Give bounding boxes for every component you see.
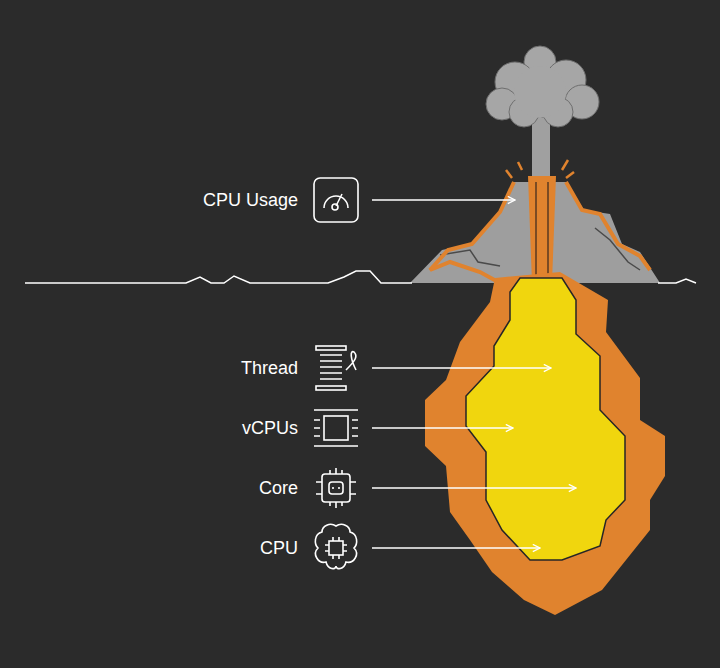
core-pins — [316, 468, 356, 508]
leader-arrow — [372, 487, 576, 489]
spool-rim — [316, 346, 346, 350]
lava-conduit — [528, 176, 556, 283]
conduit-edge — [536, 182, 548, 278]
thread-end — [346, 352, 356, 370]
label-text: Thread — [241, 356, 298, 380]
icons — [314, 178, 358, 569]
core-body — [322, 474, 350, 502]
label-text: vCPUs — [242, 416, 298, 440]
spool-thread — [320, 355, 342, 379]
leader-arrow — [372, 199, 515, 201]
lava-spark — [506, 160, 574, 178]
ground-line — [25, 271, 696, 283]
label-text: CPU Usage — [203, 188, 298, 212]
vcpu-icon — [314, 410, 358, 446]
lava-flow — [430, 160, 650, 283]
core-face — [329, 482, 343, 494]
spool-icon — [316, 346, 356, 390]
vcpu-pins — [314, 410, 358, 446]
cpu-brain-icon — [315, 524, 356, 568]
shade-line — [595, 228, 640, 270]
gauge-arc — [324, 196, 348, 208]
core-icon — [316, 468, 356, 508]
cloud-puff — [514, 66, 566, 118]
brain-chip — [329, 541, 343, 555]
spool-rim — [316, 386, 346, 390]
chip-pins — [325, 537, 347, 559]
brain-outline — [315, 524, 356, 568]
leader-arrows — [372, 200, 576, 548]
label-text: Core — [259, 476, 298, 500]
lava-stream — [430, 182, 514, 283]
leader-arrow — [372, 367, 551, 369]
gauge-hub — [332, 204, 338, 210]
lava-stream — [566, 182, 650, 270]
smoke-stem — [532, 118, 550, 178]
smoke-cloud — [486, 46, 599, 178]
vcpu-die — [324, 416, 348, 440]
leader-arrow — [372, 547, 540, 549]
gauge-frame — [314, 178, 358, 222]
leader-arrow — [372, 427, 513, 429]
gauge-icon — [314, 178, 358, 222]
label-text: CPU — [260, 536, 298, 560]
magma-outer — [425, 272, 665, 615]
magma-core — [466, 278, 625, 560]
